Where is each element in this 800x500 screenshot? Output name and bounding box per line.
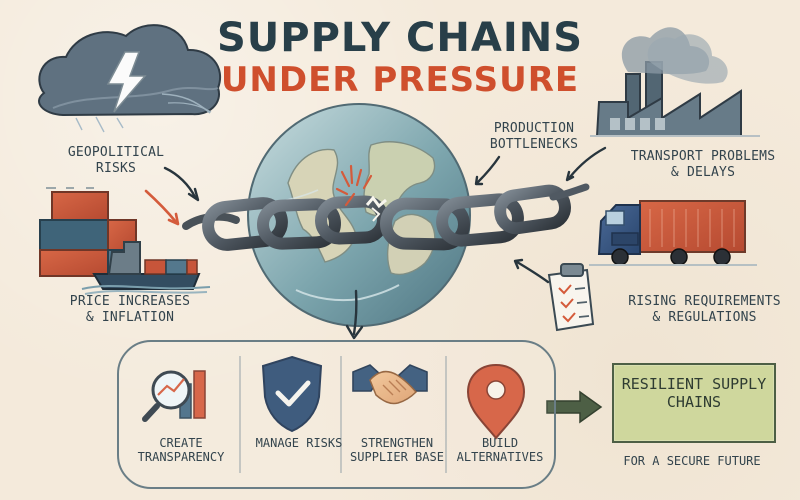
price-increases-label: PRICE INCREASES & INFLATION (45, 294, 215, 325)
secure-future-label: FOR A SECURE FUTURE (623, 454, 761, 468)
production-bottlenecks-label: PRODUCTION BOTTLENECKS (474, 121, 594, 152)
transport-line-2: & DELAYS (670, 164, 736, 180)
step-strengthen-supplier-base-label: STRENGTHEN SUPPLIER BASE (349, 436, 445, 464)
production-arrow (474, 155, 501, 186)
step-build-alternatives-label: BUILD ALTERNATIVES (452, 436, 548, 464)
cargo-ship-icon (39, 187, 211, 295)
price-arrow (144, 189, 180, 226)
title-line-1: SUPPLY CHAINS (216, 15, 584, 61)
price-line-1: PRICE INCREASES (69, 294, 191, 309)
geopolitical-arrow (163, 166, 200, 202)
production-line-2: BOTTLENECKS (489, 136, 579, 152)
truck-icon (589, 200, 757, 266)
handshake-icon (352, 364, 428, 405)
rising-line-1: RISING REQUIREMENTS (628, 294, 781, 309)
actions-frame (117, 340, 556, 489)
regulations-arrow (513, 258, 550, 284)
geopolitical-risks-label: GEOPOLITICAL RISKS (61, 145, 171, 176)
price-line-2: & INFLATION (85, 309, 175, 325)
step-1-line-1: CREATE (159, 436, 203, 450)
geopolitical-line-2: RISKS (95, 160, 137, 176)
transport-line-1: TRANSPORT PROBLEMS (630, 149, 776, 164)
production-line-1: PRODUCTION (493, 121, 575, 136)
step-create-transparency-label: CREATE TRANSPARENCY (133, 436, 229, 464)
location-pin-icon (466, 363, 526, 440)
step-4-line-2: ALTERNATIVES (456, 450, 544, 465)
rising-line-2: & REGULATIONS (652, 309, 757, 325)
result-title-line-1: RESILIENT (621, 375, 704, 393)
transport-arrow (565, 146, 607, 182)
storm-cloud-icon (38, 24, 221, 133)
step-dividers (239, 356, 447, 473)
geopolitical-line-1: GEOPOLITICAL (67, 145, 165, 160)
clipboard-icon (547, 263, 595, 332)
step-2-line-2: RISKS (306, 436, 343, 450)
resilient-supply-chains-title: RESILIENT SUPPLY CHAINS (614, 375, 774, 411)
step-manage-risks-label: MANAGE RISKS (251, 436, 347, 450)
step-3-line-1: STRENGTHEN (360, 436, 434, 450)
factory-icon (590, 27, 760, 137)
step-1-line-2: TRANSPARENCY (137, 450, 225, 465)
result-arrow (546, 390, 603, 424)
title-line-2: UNDER PRESSURE (220, 60, 580, 100)
step-3-line-2: SUPPLIER BASE (350, 450, 444, 465)
resilient-supply-chains-box: RESILIENT SUPPLY CHAINS (612, 363, 776, 443)
magnifier-chart-icon (142, 370, 206, 422)
rising-requirements-label: RISING REQUIREMENTS & REGULATIONS (617, 294, 792, 325)
transport-problems-label: TRANSPORT PROBLEMS & DELAYS (623, 149, 783, 180)
broken-chain-icon (182, 164, 590, 251)
step-4-line-1: BUILD (481, 436, 519, 450)
step-2-line-1: MANAGE (255, 436, 299, 450)
result-title-line-2: SUPPLY CHAINS (666, 375, 767, 411)
down-arrow (345, 289, 364, 340)
shield-check-icon (261, 355, 323, 433)
